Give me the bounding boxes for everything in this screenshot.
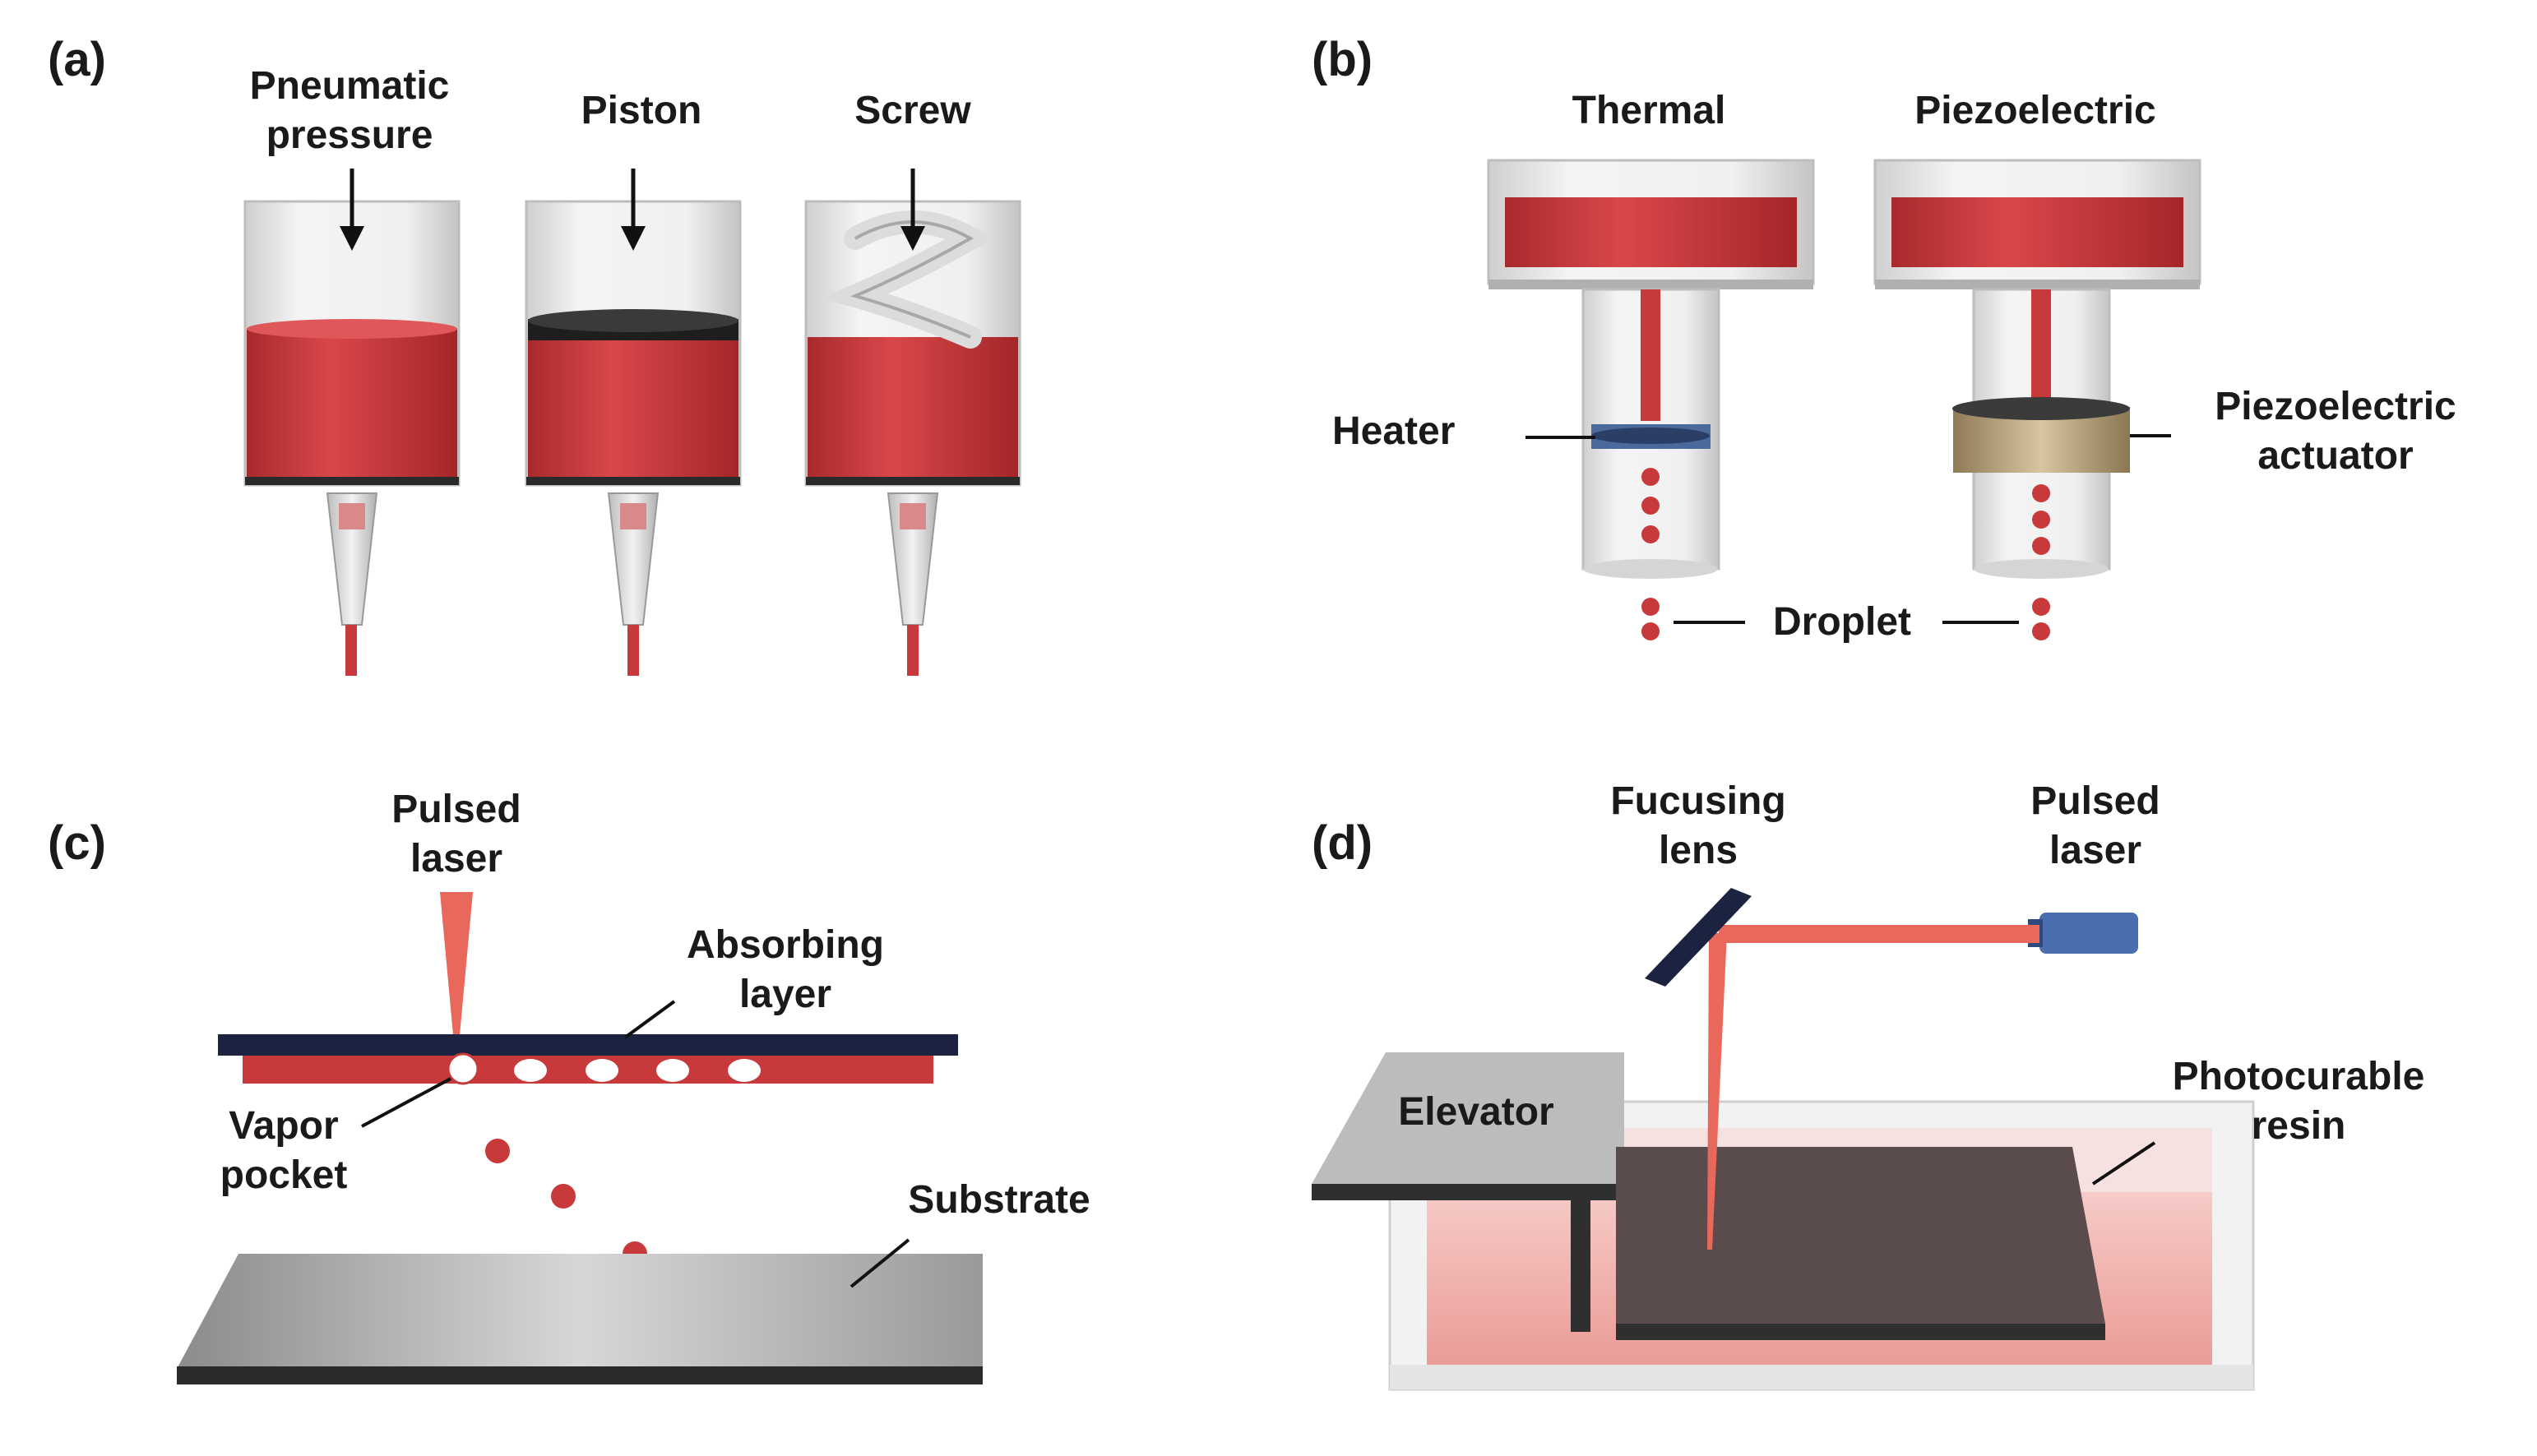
panel-c-tag: (c) bbox=[48, 816, 106, 870]
screw-syringe bbox=[804, 169, 1021, 676]
absorbing-leader bbox=[623, 1000, 676, 1039]
absorbing-label-line2: layer bbox=[739, 973, 831, 1016]
panel-b: (b) Thermal Piezoelectric bbox=[1312, 33, 2456, 644]
panel-d: (d) Fucusing lens Pulsed laser Elevator … bbox=[1312, 779, 2425, 1391]
absorbing-label-line1: Absorbing bbox=[687, 923, 884, 967]
substrate-label: Substrate bbox=[908, 1178, 1090, 1222]
panel-b-tag: (b) bbox=[1312, 33, 1373, 86]
lens-label-line1: Fucusing bbox=[1610, 779, 1785, 823]
droplet-label: Droplet bbox=[1773, 600, 1911, 644]
actuator-label-line2: actuator bbox=[2257, 434, 2413, 478]
elevator bbox=[1312, 1052, 2105, 1340]
panel-c: (c) Pulsed laser Absorbing layer Vapor p… bbox=[48, 788, 1090, 1384]
pneumatic-label-line1: Pneumatic bbox=[250, 64, 450, 108]
thermal-label: Thermal bbox=[1572, 89, 1726, 132]
pulsed-laser-d-line2: laser bbox=[2049, 829, 2141, 872]
panel-a-tag: (a) bbox=[48, 33, 106, 86]
piezo-printhead bbox=[1873, 159, 2201, 640]
pulsed-laser-d-line1: Pulsed bbox=[2030, 779, 2160, 823]
piston-syringe bbox=[525, 169, 742, 676]
actuator-label-line1: Piezoelectric bbox=[2215, 385, 2456, 428]
absorbing-layer bbox=[218, 1034, 958, 1056]
thermal-printhead bbox=[1487, 159, 1815, 640]
resin-leader bbox=[2091, 1141, 2156, 1186]
vapor-label-line2: pocket bbox=[220, 1153, 348, 1197]
piston-label: Piston bbox=[581, 89, 702, 132]
screw-label: Screw bbox=[854, 89, 971, 132]
pneumatic-syringe bbox=[243, 169, 461, 676]
focusing-lens bbox=[1645, 888, 1752, 987]
vapor-pockets bbox=[447, 1052, 761, 1085]
piezoelectric-label: Piezoelectric bbox=[1914, 89, 2155, 132]
pulsed-laser-c-line1: Pulsed bbox=[391, 788, 521, 831]
laser-source bbox=[2039, 913, 2138, 954]
resin-label-line2: resin bbox=[2252, 1104, 2346, 1148]
elevator-label: Elevator bbox=[1398, 1090, 1553, 1134]
lens-label-line2: lens bbox=[1659, 829, 1738, 872]
substrate bbox=[177, 1254, 983, 1369]
laser-beam-vertical bbox=[1707, 933, 1727, 1250]
pneumatic-label-line2: pressure bbox=[266, 113, 433, 157]
laser-beam-c bbox=[440, 892, 473, 1044]
panel-d-tag: (d) bbox=[1312, 816, 1373, 870]
substrate-leader bbox=[850, 1238, 910, 1288]
vapor-label-line1: Vapor bbox=[229, 1104, 338, 1148]
vapor-leader bbox=[361, 1077, 451, 1128]
panel-a: (a) Pneumatic pressure Piston Screw bbox=[48, 33, 1021, 676]
laser-beam-horizontal bbox=[1719, 925, 2039, 943]
resin-label-line1: Photocurable bbox=[2173, 1055, 2425, 1098]
heater-label: Heater bbox=[1332, 409, 1455, 453]
pulsed-laser-c-line2: laser bbox=[410, 837, 502, 881]
